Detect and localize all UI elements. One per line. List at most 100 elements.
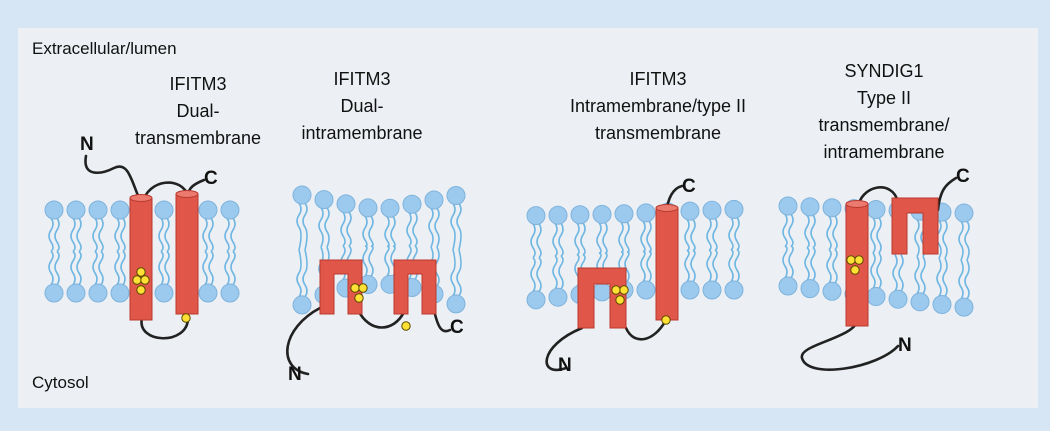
panel3-title-line1: IFITM3	[630, 69, 687, 89]
panel4-n-terminus-label: N	[898, 335, 912, 356]
membrane-topology-diagram: Extracellular/lumen Cytosol IFITM3 Dual-…	[32, 39, 974, 392]
panel1-tail	[98, 217, 104, 253]
panel2-lipid-head	[402, 194, 422, 214]
panel3-tail	[552, 222, 558, 257]
palmitoylation-layer	[132, 255, 864, 331]
panel1-helix-1	[129, 197, 153, 321]
panel1-n-terminus-label: N	[80, 134, 94, 155]
panel4-lipid-head	[800, 197, 820, 217]
panel1-tail	[158, 217, 164, 253]
panel3-tail	[640, 250, 646, 283]
panel3-tail	[684, 249, 690, 283]
panel2-tail	[450, 249, 456, 297]
palmitoylation-site	[854, 255, 864, 265]
panel4-tail	[810, 214, 816, 249]
panel3-tail	[712, 249, 718, 283]
panel2-tail	[302, 249, 308, 298]
panel1-lipid-head	[66, 200, 86, 220]
panel3-transmembrane-helix	[655, 207, 679, 321]
panel4-tail	[782, 213, 788, 247]
panel1-lipid-head	[44, 200, 64, 220]
panel3-lipid-head	[592, 282, 612, 302]
diagram-panel: Extracellular/lumen Cytosol IFITM3 Dual-…	[18, 28, 1038, 408]
panel3-tail	[536, 257, 542, 293]
panel1-tail	[202, 217, 208, 253]
panel4-tail	[876, 252, 882, 290]
panel1-tail	[164, 250, 170, 286]
panel4-tail	[876, 217, 882, 254]
panel3-n-tail	[545, 326, 584, 372]
panel4-lipid-head	[866, 200, 886, 220]
panel2-lipid-head	[446, 294, 466, 314]
panel4-title-line3: transmembrane/	[818, 115, 949, 135]
panel1-title-line1: IFITM3	[170, 74, 227, 94]
panel2-tail	[340, 211, 346, 247]
panel2-bilayer	[292, 185, 466, 315]
panel1-tail	[120, 250, 126, 286]
panel3-tail	[624, 221, 630, 253]
panel2-lipid-head	[292, 295, 312, 315]
panel4-lipid-head	[954, 203, 974, 223]
palmitoylation-site	[358, 283, 368, 293]
palmitoylation-site	[611, 285, 621, 295]
panel3-tail	[618, 221, 624, 253]
panel2-lipid-head	[314, 190, 334, 210]
panel3-lipid-head	[702, 280, 722, 300]
panel2-c-terminus-label: C	[450, 317, 464, 338]
panel1-tail	[70, 250, 76, 286]
panel1-lipid-head	[110, 200, 130, 220]
panel4-intramembrane-helix	[891, 197, 939, 255]
panel4-tail	[832, 215, 838, 251]
panel4-tail	[832, 248, 838, 284]
panel2-tail	[384, 215, 390, 248]
panel1-tail	[54, 250, 60, 286]
panel1-tail	[158, 250, 164, 286]
panel2-tail	[456, 203, 462, 250]
panel3-lipid-head	[724, 280, 744, 300]
panel4-lipid-head	[822, 198, 842, 218]
panel2-lipid-head	[424, 190, 444, 210]
panel4-lipid-head	[800, 279, 820, 299]
panel3-lipid-head	[680, 201, 700, 221]
panel1-lipid-head	[154, 283, 174, 303]
panel1-tail	[70, 217, 76, 253]
panel1-tail	[164, 217, 170, 253]
panel3-tail	[552, 255, 558, 290]
panel2-tail	[324, 207, 330, 248]
panel3-lipid-head	[570, 205, 590, 225]
panel4-c-tail	[936, 176, 958, 212]
panel4-lipid-head	[778, 196, 798, 216]
panel2-lipid-head	[446, 185, 466, 205]
panel1-lipid-head	[220, 200, 240, 220]
panel2-tail	[368, 245, 374, 277]
panel1-tail	[224, 217, 230, 253]
panel2-tail	[296, 202, 302, 251]
panel1-title-line2: Dual-	[176, 101, 219, 121]
panel2-tail	[390, 215, 396, 248]
panel4-title-line1: SYNDIG1	[844, 61, 923, 81]
panel4-n-tail	[800, 316, 900, 371]
panel2-tail	[384, 245, 390, 277]
panel4-lipid-head	[822, 281, 842, 301]
panel3-tail	[690, 249, 696, 283]
panel2-intramembrane-helix-2	[393, 259, 437, 315]
panel1-tail	[54, 217, 60, 253]
panel4-title-line2: Type II	[857, 88, 911, 108]
palmitoylation-site	[140, 275, 150, 285]
panel4-tail	[788, 245, 794, 279]
panel3-lipid-head	[636, 280, 656, 300]
panel2-tail	[362, 245, 368, 277]
panel1-lipid-head	[88, 283, 108, 303]
panel4-bilayer	[778, 196, 974, 317]
panel4-title-line4: intramembrane	[823, 142, 944, 162]
panel1-lipid-head	[44, 283, 64, 303]
panel4-tail	[810, 247, 816, 282]
panel3-lipid-head	[614, 204, 634, 224]
panel3-tail	[558, 222, 564, 257]
panel1-tail	[98, 250, 104, 286]
panel3-n-terminus-label: N	[558, 355, 572, 376]
panel2-title-line2: Dual-	[340, 96, 383, 116]
panel3-lipid-head	[680, 280, 700, 300]
panel2-tail	[450, 203, 456, 250]
panel3-tail	[706, 249, 712, 283]
